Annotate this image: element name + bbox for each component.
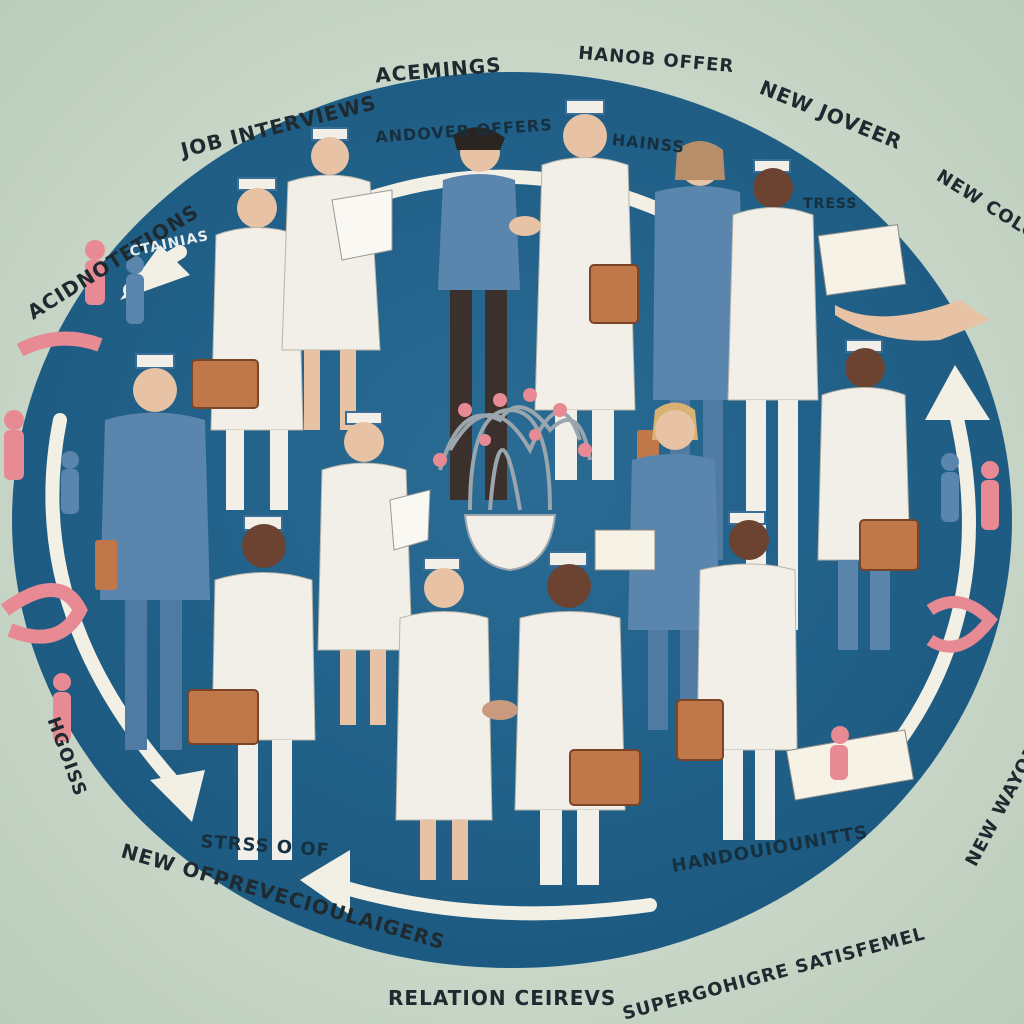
nurse-figure-right	[817, 339, 919, 650]
handshake-bottom	[482, 700, 518, 720]
nurse-figure-center	[317, 411, 431, 725]
tangled-tubes-icon	[438, 405, 592, 511]
briefcase-icon	[859, 519, 919, 571]
briefcase-icon	[676, 699, 724, 761]
briefcase-icon	[191, 359, 259, 409]
briefcase-icon	[95, 540, 117, 590]
tangled-people-left	[0, 240, 144, 742]
briefcase-icon	[569, 749, 641, 806]
tangled-people-right	[830, 453, 999, 780]
label-tress: TRESS	[803, 196, 857, 212]
briefcase-icon	[589, 264, 639, 324]
handshake-top	[509, 216, 541, 236]
coat-figure-center-right	[594, 402, 720, 730]
newspaper-icon	[817, 224, 907, 296]
nurse-figure-bottom	[395, 557, 493, 880]
cycle-arrow-icon	[313, 873, 657, 921]
nurse-figure-1	[191, 177, 304, 510]
nurse-figure-bottom-left	[187, 515, 316, 860]
doctor-figure-bottom	[514, 551, 641, 885]
handshake-icon	[509, 216, 541, 236]
label-relation-ceirevs: RELATION CEIREVS	[388, 986, 616, 1010]
handshake-icon	[482, 700, 518, 720]
nurse-figure-bottom-right	[676, 511, 798, 840]
newspaper-icon	[594, 529, 656, 571]
doctor-figure-top	[534, 99, 639, 480]
tangled-tubes-bowl	[433, 388, 592, 572]
coat-figure-left	[95, 353, 210, 750]
nurse-figure-2	[281, 127, 393, 430]
briefcase-icon	[187, 689, 259, 745]
cycle-arrow-icon	[893, 403, 976, 747]
